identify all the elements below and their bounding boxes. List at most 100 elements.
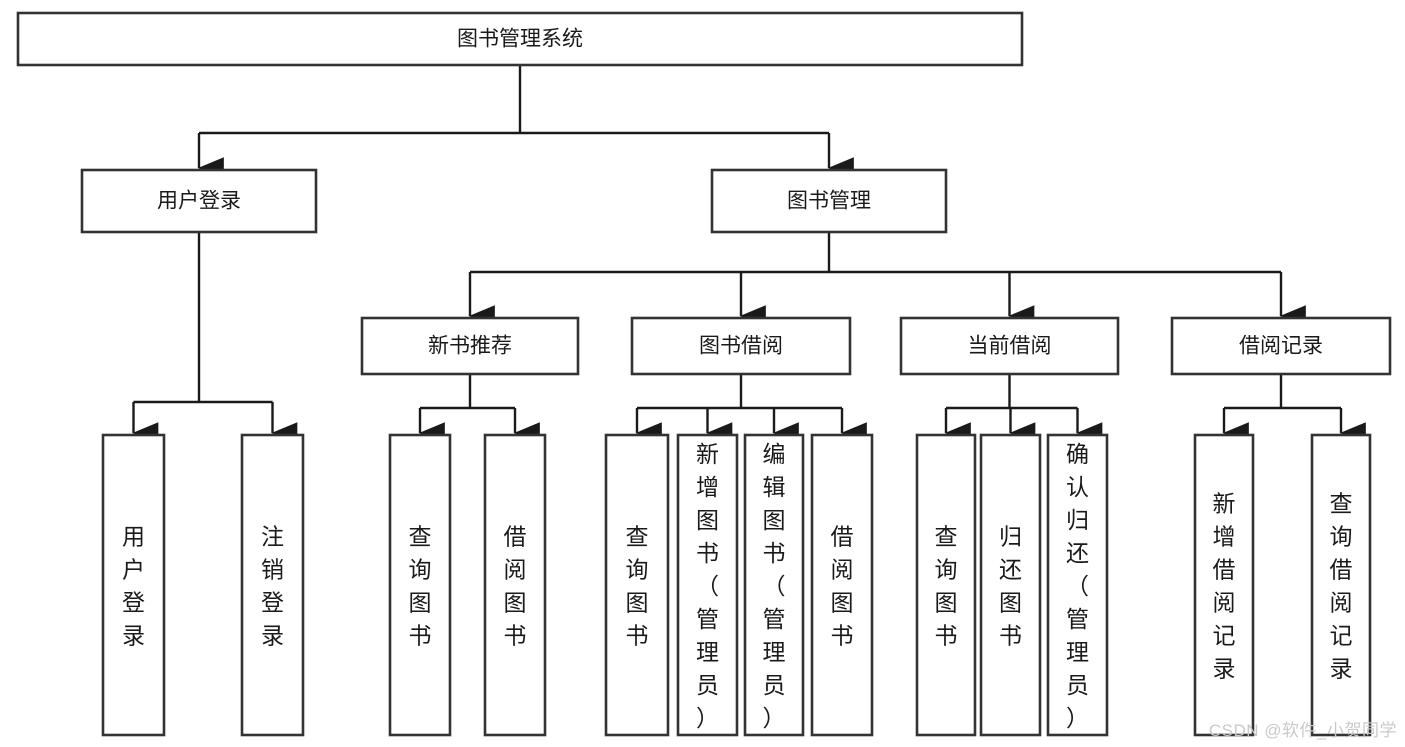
svg-text:增: 增 — [696, 474, 719, 500]
svg-text:录: 录 — [1330, 656, 1353, 682]
svg-text:理: 理 — [763, 639, 786, 665]
node-root-label: 图书管理系统 — [457, 28, 583, 51]
svg-text:查: 查 — [935, 524, 958, 550]
svg-text:确: 确 — [1066, 441, 1089, 467]
svg-text:）: ） — [1066, 705, 1089, 731]
node-leaf-confirm-return-frame — [1046, 433, 1109, 737]
svg-text:书: 书 — [504, 623, 527, 649]
svg-text:图: 图 — [504, 590, 527, 616]
nodes-layer: 图书管理系统用户登录图书管理新书推荐图书借阅当前借阅借阅记录用户登录注销登录查询… — [16, 11, 1392, 737]
svg-text:书: 书 — [763, 540, 786, 566]
node-leaf-logout-frame — [240, 433, 305, 737]
svg-text:（: （ — [763, 573, 786, 599]
svg-text:记: 记 — [1330, 623, 1353, 649]
svg-text:员: 员 — [696, 672, 719, 698]
svg-text:还: 还 — [999, 557, 1022, 583]
svg-text:图: 图 — [935, 590, 958, 616]
node-leaf-add-book-frame — [676, 433, 739, 737]
svg-text:图: 图 — [696, 507, 719, 533]
node-current-borrow[interactable]: 当前借阅 — [899, 316, 1120, 376]
svg-text:图: 图 — [999, 590, 1022, 616]
svg-text:还: 还 — [1066, 540, 1089, 566]
svg-text:图: 图 — [763, 507, 786, 533]
svg-text:书: 书 — [999, 623, 1022, 649]
svg-text:书: 书 — [626, 623, 649, 649]
svg-text:（: （ — [1066, 573, 1089, 599]
svg-text:员: 员 — [763, 672, 786, 698]
svg-text:员: 员 — [1066, 672, 1089, 698]
csdn-watermark: CSDN @软件_小贺同学 — [1208, 721, 1397, 740]
node-borrow-record[interactable]: 借阅记录 — [1170, 316, 1392, 376]
node-leaf-return-book-frame — [979, 433, 1042, 737]
svg-text:询: 询 — [1330, 524, 1353, 550]
svg-text:录: 录 — [1213, 656, 1236, 682]
svg-text:借: 借 — [831, 524, 854, 550]
svg-text:登: 登 — [122, 590, 145, 616]
svg-text:）: ） — [696, 705, 719, 731]
node-current-borrow-label: 当前借阅 — [968, 335, 1052, 358]
svg-text:归: 归 — [1066, 507, 1089, 533]
svg-text:录: 录 — [261, 623, 284, 649]
svg-text:借: 借 — [1213, 557, 1236, 583]
svg-text:认: 认 — [1066, 474, 1089, 500]
svg-text:新: 新 — [1213, 491, 1236, 517]
node-new-book-recommend[interactable]: 新书推荐 — [360, 316, 580, 376]
node-root[interactable]: 图书管理系统 — [16, 11, 1024, 67]
node-leaf-user-login-frame — [101, 433, 166, 737]
node-leaf-borrow-book-1-frame — [483, 433, 547, 737]
svg-text:图: 图 — [626, 590, 649, 616]
svg-text:管: 管 — [763, 606, 786, 632]
svg-text:销: 销 — [261, 557, 284, 583]
svg-text:登: 登 — [261, 590, 284, 616]
svg-text:编: 编 — [763, 441, 786, 467]
node-root-frame — [16, 11, 1024, 67]
node-user-login-label: 用户登录 — [157, 190, 241, 213]
node-user-login-frame — [80, 168, 318, 234]
svg-text:用: 用 — [122, 524, 145, 550]
node-leaf-user-login-label: 用户登录 — [122, 524, 145, 649]
svg-text:理: 理 — [1066, 639, 1089, 665]
svg-text:管: 管 — [696, 606, 719, 632]
node-leaf-borrow-book-2-frame — [810, 433, 874, 737]
node-leaf-add-record-frame — [1193, 433, 1255, 737]
node-user-login[interactable]: 用户登录 — [80, 168, 318, 234]
node-book-manage[interactable]: 图书管理 — [710, 168, 948, 234]
svg-text:图: 图 — [409, 590, 432, 616]
svg-text:户: 户 — [122, 557, 145, 583]
svg-text:新: 新 — [696, 441, 719, 467]
node-leaf-query-book-2-frame — [604, 433, 670, 737]
svg-text:询: 询 — [626, 557, 649, 583]
node-book-manage-frame — [710, 168, 948, 234]
svg-text:理: 理 — [696, 639, 719, 665]
svg-text:阅: 阅 — [1213, 590, 1236, 616]
connectors-layer — [132, 65, 1366, 444]
node-leaf-user-login[interactable]: 用户登录 — [101, 433, 166, 737]
node-leaf-query-book-1-frame — [388, 433, 452, 737]
node-book-borrow-label: 图书借阅 — [699, 335, 783, 358]
node-book-borrow[interactable]: 图书借阅 — [630, 316, 852, 376]
svg-text:（: （ — [696, 573, 719, 599]
